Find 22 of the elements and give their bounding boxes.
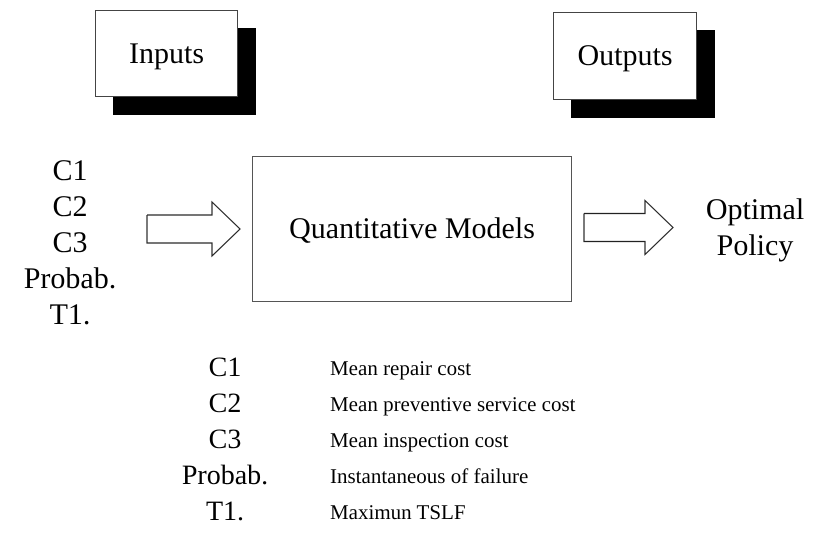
box-title: Inputs bbox=[129, 36, 204, 72]
abbreviation-text: Probab. bbox=[180, 462, 270, 490]
abbreviation-text: T1. bbox=[50, 296, 90, 332]
abbreviation-text: C3 bbox=[208, 426, 242, 454]
block-arrow bbox=[583, 199, 674, 256]
abbreviation-text: C2 bbox=[208, 390, 242, 418]
abbreviation-text: C3 bbox=[52, 224, 88, 260]
abbreviation-text: C2 bbox=[52, 188, 88, 224]
abbreviation-text: Probab. bbox=[24, 260, 116, 296]
box-title: Outputs bbox=[577, 38, 672, 74]
output-text: Optimal Policy bbox=[704, 192, 806, 264]
definition-text: Mean preventive service cost bbox=[330, 394, 576, 415]
process-box bbox=[252, 156, 572, 302]
block-arrow bbox=[146, 200, 241, 258]
definition-text: Mean repair cost bbox=[330, 358, 472, 379]
definition-text: Maximun TSLF bbox=[330, 502, 466, 523]
abbreviation-text: C1 bbox=[52, 152, 88, 188]
abbreviation-text: C1 bbox=[208, 354, 242, 382]
abbreviation-text: T1. bbox=[204, 498, 246, 526]
definition-text: Mean inspection cost bbox=[330, 430, 508, 451]
definition-text: Instantaneous of failure bbox=[330, 466, 528, 487]
box-title: Quantitative Models bbox=[289, 211, 535, 247]
